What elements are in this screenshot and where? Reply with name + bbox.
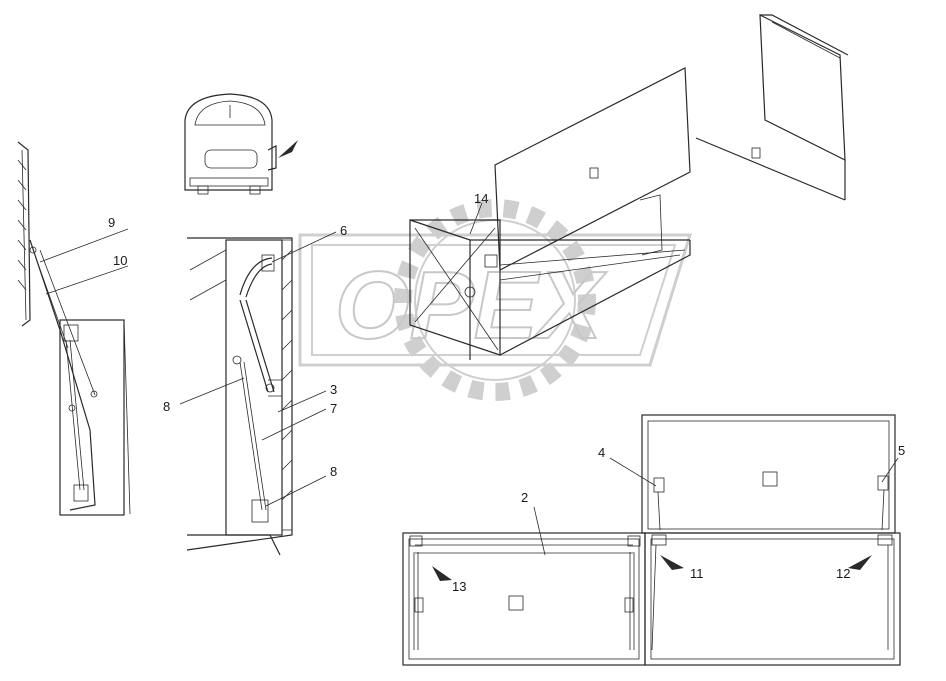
callout-3: 3 — [330, 382, 337, 397]
callout-12: 12 — [836, 566, 850, 581]
watermark-logo: OPEX — [298, 199, 693, 401]
leader-lines — [39, 202, 899, 556]
arrow-icon — [432, 566, 452, 581]
bus-rear-view — [184, 93, 298, 195]
callout-4: 4 — [598, 445, 605, 460]
callout-10: 10 — [113, 253, 127, 268]
arrow-icon — [660, 555, 684, 570]
callout-2: 2 — [521, 490, 528, 505]
callout-11: 11 — [690, 566, 704, 581]
compartment-front-views — [402, 414, 901, 666]
callout-8-lower: 8 — [330, 464, 337, 479]
side-view-closed — [186, 237, 293, 556]
compartment-isometric — [409, 14, 849, 360]
callout-9: 9 — [108, 215, 115, 230]
callout-labels: 9 10 6 8 3 7 8 14 4 5 2 13 11 12 — [108, 191, 905, 594]
view-arrow-icon — [278, 140, 298, 158]
callout-7: 7 — [330, 401, 337, 416]
callout-8-upper: 8 — [163, 399, 170, 414]
side-view-open — [17, 141, 131, 516]
arrow-icon — [848, 555, 872, 570]
callout-14: 14 — [474, 191, 488, 206]
watermark-text: OPEX — [335, 252, 607, 359]
callout-6: 6 — [340, 223, 347, 238]
callout-13: 13 — [452, 579, 466, 594]
callout-5: 5 — [898, 443, 905, 458]
